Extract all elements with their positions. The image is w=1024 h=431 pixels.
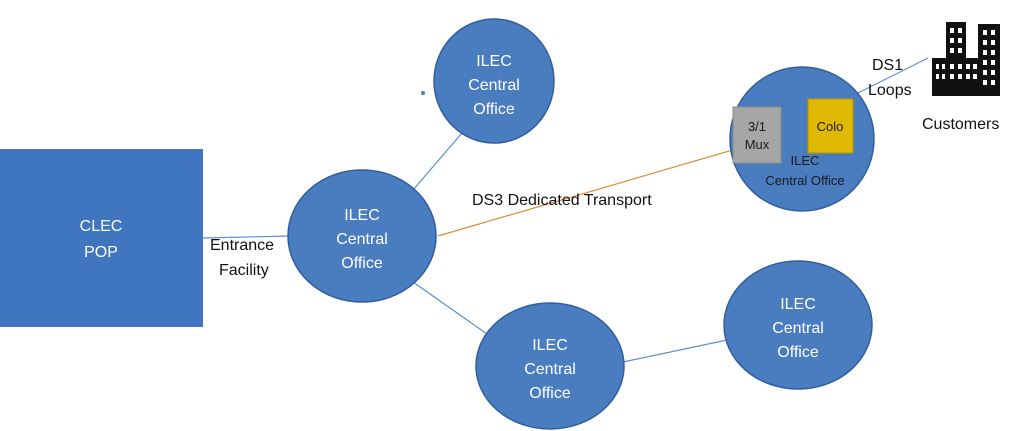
customers-label: Customers <box>922 116 999 133</box>
ilec-central-office-right: ILEC Central Office <box>723 260 873 390</box>
link-center-to-top-office <box>412 132 463 191</box>
node-label-line1: ILEC <box>532 337 568 354</box>
remote-office-label-line2: Central Office <box>765 173 844 188</box>
stray-dot <box>421 91 425 95</box>
mux-box <box>732 106 782 164</box>
colo-label: Colo <box>817 119 844 134</box>
ilec-central-office-top: ILEC Central Office <box>433 18 555 144</box>
node-label-line3: Office <box>341 255 383 272</box>
mux-label-line2: Mux <box>745 137 770 152</box>
node-label-line2: Central <box>772 320 824 337</box>
clec-pop-label-line1: CLEC <box>80 218 123 235</box>
entrance-facility-label-line1: Entrance <box>210 237 274 254</box>
ds1-loops-label-line1: DS1 <box>872 57 903 74</box>
remote-office-label-line1: ILEC <box>791 153 820 168</box>
ilec-central-office-center: ILEC Central Office <box>287 169 437 303</box>
node-label-line2: Central <box>468 77 520 94</box>
node-label-line1: ILEC <box>780 296 816 313</box>
colo-box <box>807 98 854 154</box>
node-label-line3: Office <box>777 344 819 361</box>
ds1-loops-label-line2: Loops <box>868 82 912 99</box>
node-label-line1: ILEC <box>344 207 380 224</box>
node-label-line2: Central <box>336 231 388 248</box>
node-label-line1: ILEC <box>476 53 512 70</box>
clec-pop-box <box>0 149 203 327</box>
link-center-to-lower-office <box>412 281 488 335</box>
node-label-line3: Office <box>473 101 515 118</box>
link-lower-to-right-office <box>622 339 728 363</box>
office-buildings-icon <box>932 22 1000 96</box>
entrance-facility-label-line2: Facility <box>219 262 269 279</box>
node-label-line3: Office <box>529 385 571 402</box>
ds3-transport-label: DS3 Dedicated Transport <box>472 192 652 209</box>
ilec-central-office-lower: ILEC Central Office <box>475 302 625 430</box>
entrance-facility-link <box>202 235 291 239</box>
ilec-central-office-remote: 3/1 Mux Colo ILEC Central Office <box>729 66 875 212</box>
clec-pop-label-line2: POP <box>84 244 118 261</box>
mux-label-line1: 3/1 <box>748 119 766 134</box>
node-label-line2: Central <box>524 361 576 378</box>
ds1-loop-link <box>851 57 929 97</box>
